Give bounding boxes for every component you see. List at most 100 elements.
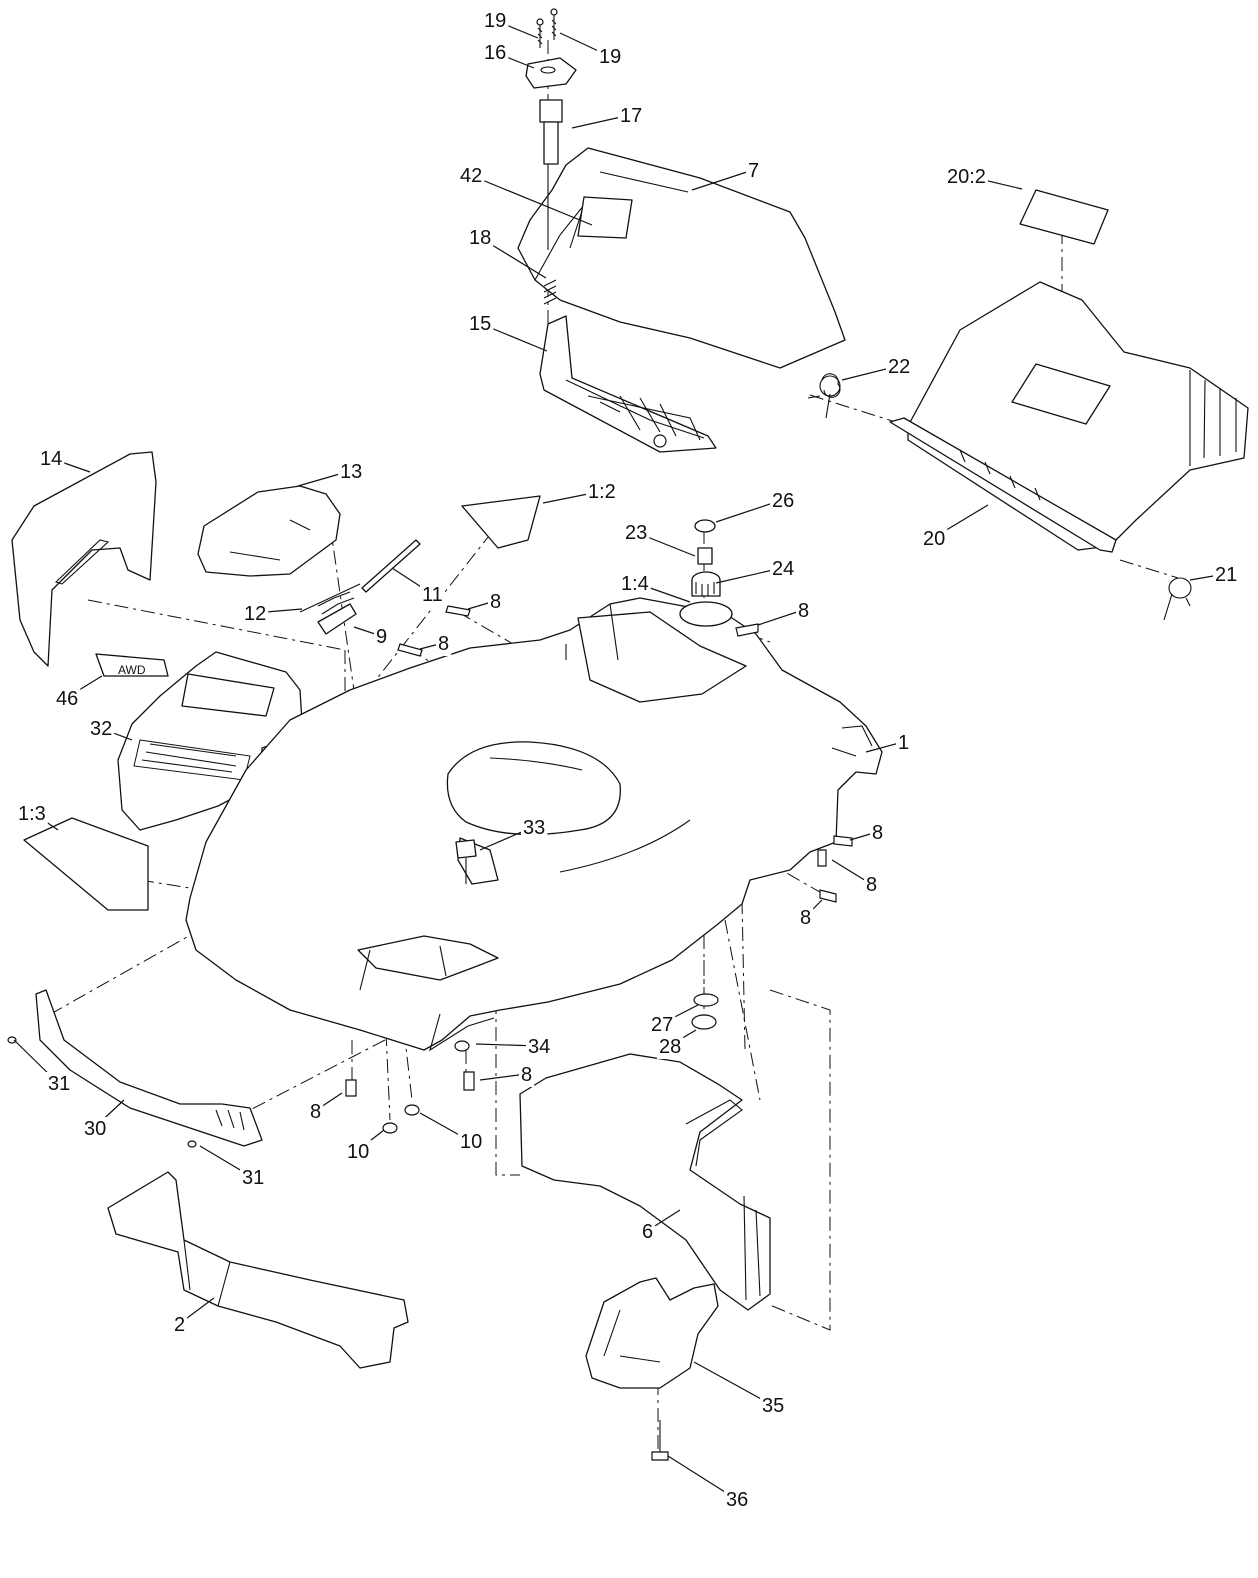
callout-label-bg [46,1072,73,1096]
callout-label-bg [345,1140,372,1164]
callout-label: 26 [772,490,794,512]
callout-label: 19 [484,10,506,32]
callout-label-bg [519,1063,535,1087]
callout-label-bg [38,447,65,471]
rod-part-11 [361,539,421,593]
callout-label-bg [921,527,948,551]
callout-label-bg [619,572,651,596]
callout-label: 7 [748,160,759,182]
chute-part-6 [519,1053,771,1311]
rear-flap-part-20 [889,281,1249,553]
callout-label: 1:3 [18,803,46,825]
callout-label-bg [657,1035,684,1059]
callout-label: 20 [923,528,945,550]
callout-label: 8 [310,1101,321,1123]
callout-label-bg [338,460,365,484]
callout-label: 42 [460,165,482,187]
callout-label: 2 [174,1314,185,1336]
callout-leader-45 [693,1361,773,1406]
callout-label-bg [308,1100,324,1124]
callout-label-bg [374,625,390,649]
callout-label-bg [896,731,912,755]
callout-label: 8 [800,907,811,929]
callout-leader-5 [469,174,593,226]
spring-part-21 [1163,577,1192,621]
callout-label-bg [420,583,445,607]
callout-label-bg [597,45,624,69]
callout-label: 8 [438,633,449,655]
callout-label-bg [746,159,762,183]
callout-label-bg [482,9,509,33]
callout-label: 11 [422,584,443,606]
callout-label: 1:4 [621,573,649,595]
callout-label: 15 [469,313,491,335]
callout-label: 1:2 [588,481,616,503]
callout-label: 36 [726,1489,748,1511]
decal-part-20-2 [1019,189,1109,245]
screws-part-31 [7,1036,197,1148]
height-adjuster-parts [679,519,733,627]
spring-part-22 [807,373,841,419]
callout-label-bg [82,1117,109,1141]
callout-label-bg [240,1166,267,1190]
callout-label: 30 [84,1118,106,1140]
callout-label: 14 [40,448,62,470]
callout-label-bg [488,590,504,614]
svg-text:AWD: AWD [118,663,146,677]
callout-label: 6 [642,1221,653,1243]
callout-label: 31 [48,1073,70,1095]
callout-label-bg [436,632,452,656]
nuts-washers [382,993,719,1134]
callout-label: 13 [340,461,362,483]
callout-label-bg [649,1013,676,1037]
assembly-centerlines [39,40,1179,1450]
bracket-part-9 [317,603,357,635]
callout-label: 21 [1215,564,1237,586]
callout-label-bg [623,521,650,545]
callout-label: 10 [460,1131,482,1153]
callout-label: 8 [521,1064,532,1086]
callout-label-bg [640,1220,656,1244]
callout-label: 16 [484,42,506,64]
callout-label: 8 [872,822,883,844]
callout-label-bg [467,226,494,250]
side-shield-part-14 [11,451,157,667]
callout-label-bg [458,164,485,188]
callout-label-bg [458,1130,485,1154]
callout-label: 23 [625,522,647,544]
callout-label-bg [526,1035,553,1059]
callout-label-bg [54,687,81,711]
knob-part-16 [525,57,577,89]
callout-label-bg [242,602,269,626]
callout-label-bg [482,41,509,65]
spring-part-12 [299,583,361,615]
bolts-part-8 [345,605,853,1097]
decal-part-42 [577,196,633,239]
callout-label-bg [770,557,797,581]
callout-label: 32 [90,718,112,740]
decal-part-1-3 [23,817,149,911]
cover-part-13 [197,485,341,577]
callout-leader-37 [479,1073,527,1081]
callout-label: 18 [469,227,491,249]
callout-label: 22 [888,356,910,378]
callout-label-bg [798,906,814,930]
lever-part-15 [539,315,717,453]
callout-label: 8 [798,600,809,622]
callout-label: 10 [347,1141,369,1163]
callout-label-bg [770,489,797,513]
decal-part-1-2 [461,495,541,549]
callout-label: 1 [898,732,909,754]
callout-label-bg [724,1488,751,1512]
callout-label: 33 [523,817,545,839]
callout-label-bg [88,717,115,741]
baffle-part-2 [107,1171,409,1369]
callout-label-bg [945,165,988,189]
callout-label: 19 [599,46,621,68]
callout-label: 34 [528,1036,550,1058]
callout-label-bg [618,104,645,128]
callout-label: 31 [242,1167,264,1189]
callout-label-bg [172,1313,188,1337]
callout-label: 12 [244,603,266,625]
